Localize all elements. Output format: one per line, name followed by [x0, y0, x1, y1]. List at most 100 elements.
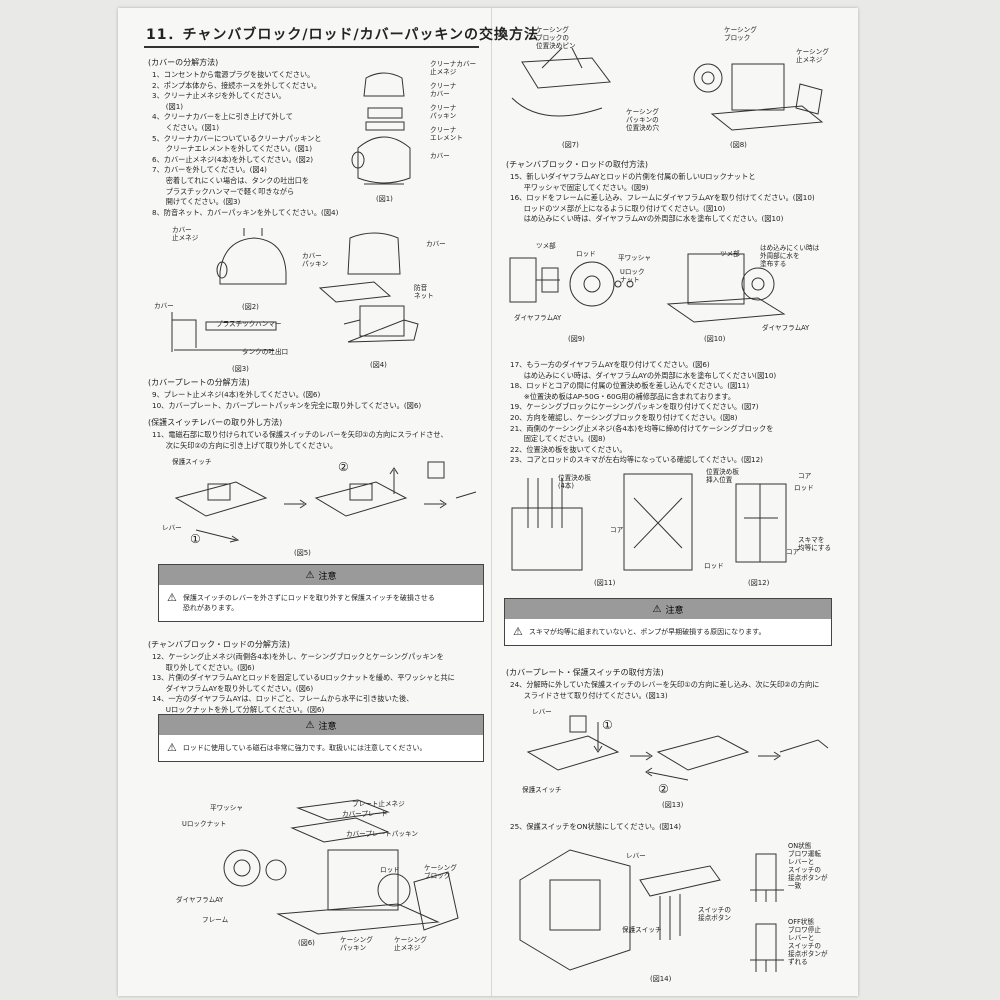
step-line: ロッドのツメ部が上になるように取り付けてください。(図10) — [510, 203, 726, 213]
label-lever-fig13: レバー — [532, 708, 552, 716]
label-gap: スキマを 均等にする — [798, 536, 832, 552]
switch-lever-steps: 11、電磁石部に取り付けられている保護スイッチのレバーを矢印①の方向にスライドさ… — [152, 430, 448, 451]
warning-text: スキマが均等に組まれていないと、ポンプが早期破損する原因になります。 — [528, 628, 766, 636]
fig8-drawing — [672, 44, 832, 134]
step-line: 3、クリーナ止メネジを外してください。 — [152, 91, 286, 101]
step-line: ください。(図1) — [152, 122, 220, 132]
fig11-caption: (図11) — [594, 579, 616, 587]
step-line: 1、コンセントから電源プラグを抜いてください。 — [152, 70, 315, 79]
label-fig8-casing-block: ケーシング ブロック — [724, 26, 757, 42]
step-line: 固定してください。(図8) — [510, 434, 606, 444]
step-line: 13、片側のダイヤフラムAYとロッドを固定しているUロックナットを緩め、平ワッシ… — [152, 673, 455, 683]
label-fig3-cover: カバー — [154, 302, 174, 310]
label-u-lock-nut-fig9: Uロック ナット — [620, 268, 645, 284]
label-cover-plate-packing: カバープレートパッキン — [346, 830, 418, 838]
fig7-drawing — [502, 38, 622, 138]
fig6-drawing — [188, 798, 468, 948]
label-plate-screw: プレート止メネジ — [352, 800, 405, 808]
cover-plate-heading: (カバープレートの分解方法) — [148, 378, 250, 387]
plate-switch-steps: 24、分解時に外していた保護スイッチのレバーを矢印①の方向に差し込み、次に矢印②… — [510, 680, 819, 701]
warning-box: ⚠注意 ⚠保護スイッチのレバーを外さずにロッドを取り外すと保護スイッチを破損させ… — [158, 564, 484, 622]
arrow-2-marker: ② — [338, 460, 349, 474]
label-fig8-casing-screw: ケーシング 止メネジ — [796, 48, 829, 64]
label-rod-fig12: ロッド — [794, 484, 814, 492]
fig10-caption: (図10) — [704, 335, 726, 343]
step-line: 4、クリーナカバーを上に引き上げて外して — [152, 112, 293, 122]
warning-triangle-icon: ⚠ — [167, 741, 177, 754]
step-line: 16、ロッドをフレームに差し込み、フレームにダイヤフラムAYを取り付けてください… — [510, 193, 815, 203]
step-line: 15、新しいダイヤフラムAYとロッドの片側を付属の新しいUロックナットと — [510, 172, 756, 181]
label-tank-outlet: タンクの吐出口 — [242, 348, 289, 356]
chamber-install-heading: (チャンバブロック・ロッドの取付方法) — [506, 160, 649, 169]
fig8-caption: (図8) — [730, 141, 747, 149]
manual-page: 11．チャンバブロック/ロッド/カバーパッキンの交換方法 (カバーの分解方法) … — [118, 8, 858, 996]
chamber-disassembly-steps: 12、ケーシング止メネジ(両側各4本)を外し、ケーシングブロックとケーシングパッ… — [152, 652, 455, 716]
label-flat-washer-fig9: 平ワッシャ — [618, 254, 651, 262]
step-line: 17、もう一方のダイヤフラムAYを取り付けてください。(図6) — [510, 360, 710, 369]
warning-label: 注意 — [665, 605, 684, 616]
label-water-note: はめ込みにくい時は 外周部に水を 塗布する — [760, 244, 820, 268]
assembly-steps: 17、もう一方のダイヤフラムAYを取り付けてください。(図6) はめ込みにくい時… — [510, 360, 776, 466]
step-line: はめ込みにくい時は、ダイヤフラムAYの外周部に水を塗布してください。(図10) — [510, 214, 784, 224]
label-cleaner-cover: クリーナ カバー — [430, 82, 457, 98]
label-claw-fig10: ツメ部 — [720, 250, 740, 258]
label-cover-packing: カバー パッキン — [302, 252, 329, 268]
label-fig4-cover: カバー — [426, 240, 446, 248]
chamber-install-steps: 15、新しいダイヤフラムAYとロッドの片側を付属の新しいUロックナットと 平ワッ… — [510, 172, 815, 225]
label-protect-switch-fig14: 保護スイッチ — [622, 926, 662, 934]
label-core-fig12b: コア — [786, 548, 800, 556]
fig13-caption: (図13) — [662, 801, 684, 809]
fig10-drawing — [658, 244, 798, 334]
step-line: Uロックナットを外して分解してください。(図6) — [152, 704, 325, 714]
warning-text: 保護スイッチのレバーを外さずにロッドを取り外すと保護スイッチを破損させる 恐れが… — [182, 594, 435, 612]
label-lever-fig14: レバー — [626, 852, 646, 860]
step-line: ※位置決め板はAP-50G・60G用の補修部品に含まれております。 — [510, 391, 736, 401]
label-casing-block: ケーシング ブロック — [424, 864, 457, 880]
switch-lever-heading: (保護スイッチレバーの取り外し方法) — [148, 418, 283, 427]
step-line: 24、分解時に外していた保護スイッチのレバーを矢印①の方向に差し込み、次に矢印②… — [510, 680, 820, 689]
fig1-drawing — [344, 60, 424, 200]
arrow-2-marker: ② — [658, 782, 669, 796]
fig14-drawing — [510, 840, 830, 980]
label-diaphragm-fig10: ダイヤフラムAY — [762, 324, 810, 332]
fig3-drawing — [166, 308, 286, 358]
step-line: 取り外してください。(図6) — [152, 662, 255, 672]
fig9-drawing — [502, 244, 642, 324]
warning-box: ⚠注意 ⚠スキマが均等に組まれていないと、ポンプが早期破損する原因になります。 — [504, 598, 832, 646]
label-rod-fig11: ロッド — [704, 562, 724, 570]
warning-triangle-icon: ⚠ — [652, 603, 662, 615]
warning-body: ⚠ 保護スイッチのレバーを外さずにロッドを取り外すと保護スイッチを破損させる 恐れ… — [159, 585, 483, 621]
warning-triangle-icon: ⚠ — [167, 591, 177, 604]
label-cover: カバー — [430, 152, 450, 160]
label-off-state: OFF状態 ブロワ停止 レバーと スイッチの 接点ボタンが ずれる — [788, 918, 828, 966]
step-line: クリーナエレメントを外してください。(図1) — [152, 144, 313, 154]
page-fold — [491, 8, 492, 996]
label-positioning-plate: 位置決め板 (4本) — [558, 474, 591, 490]
fig5-caption: (図5) — [294, 549, 311, 557]
step-line: 6、カバー止メネジ(4本)を外してください。(図2) — [152, 154, 314, 164]
fig3-caption: (図3) — [232, 365, 249, 373]
step-line: はめ込みにくい時は、ダイヤフラムAYの外周部に水を塗布してください(図10) — [510, 370, 777, 380]
title-rule — [144, 46, 479, 48]
warning-text: ロッドに使用している磁石は非常に強力です。取扱いには注意してください。 — [182, 744, 427, 752]
fig5-drawing — [166, 458, 476, 548]
fig6-caption: (図6) — [298, 939, 315, 947]
warning-body: ⚠ ロッドに使用している磁石は非常に強力です。取扱いには注意してください。 — [159, 735, 483, 761]
label-core-fig12: コア — [798, 472, 812, 480]
label-rod: ロッド — [380, 866, 400, 874]
step-line: プラスチックハンマーで軽く叩きながら — [152, 186, 295, 196]
step-line: (図1) — [152, 101, 184, 111]
fig4-caption: (図4) — [370, 361, 387, 369]
fig11-drawing — [504, 468, 704, 578]
step-line: 次に矢印②の方向に引き上げて取り外してください。 — [152, 440, 338, 450]
step-line: ダイヤフラムAYを取り外してください。(図6) — [152, 683, 314, 693]
arrow-1-marker: ① — [190, 532, 201, 546]
label-protect-switch: 保護スイッチ — [172, 458, 212, 466]
step-line: 開けてください。(図3) — [152, 197, 241, 207]
label-sound-net: 防音 ネット — [414, 284, 434, 300]
fig1-caption: (図1) — [376, 195, 393, 203]
fig12-caption: (図12) — [748, 579, 770, 587]
step-line: 21、両側のケーシング止メネジ(各4本)を均等に締め付けてケーシングブロックを — [510, 423, 774, 433]
label-core-fig11: コア — [610, 526, 624, 534]
step-line: 23、コアとロッドのスキマが左右均等になっている確認してください。(図12) — [510, 455, 763, 465]
